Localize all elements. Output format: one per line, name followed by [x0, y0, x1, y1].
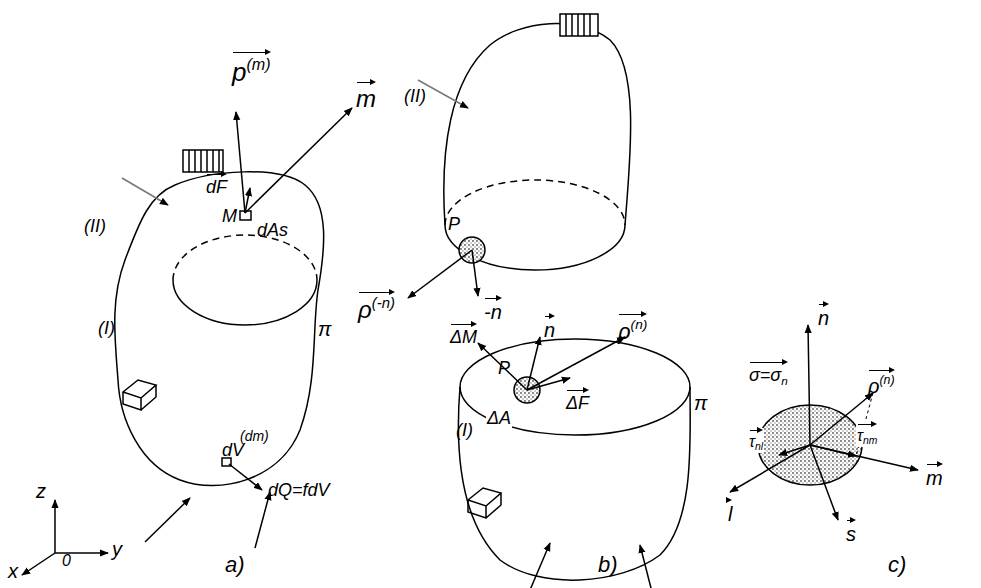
- vector-label: n: [544, 314, 555, 342]
- mass-label: (dm): [240, 428, 269, 444]
- axis-label: y: [112, 538, 122, 561]
- point-label: P: [498, 358, 510, 379]
- vector-label: ρ(-n): [358, 290, 395, 324]
- vector-label: ρ(n): [618, 312, 647, 344]
- vector-label: n: [818, 302, 829, 330]
- point-label: M: [222, 206, 237, 227]
- vector-label: -n: [484, 296, 502, 324]
- panel-label: c): [888, 552, 906, 577]
- part-label: (I): [456, 420, 473, 441]
- vector-label: s: [846, 518, 856, 546]
- vector-label: m: [926, 462, 943, 490]
- point-label: P: [448, 214, 460, 235]
- area-label: ΔA: [486, 408, 512, 429]
- area-label: dAs: [257, 220, 288, 241]
- force-label: dQ=fdV: [268, 480, 330, 501]
- plane-label: π: [694, 392, 707, 415]
- vector-label: ΔF: [566, 388, 589, 414]
- vector-label: τnl: [748, 428, 764, 453]
- part-label: (II): [404, 86, 426, 107]
- vector-label: dF: [206, 172, 227, 198]
- axis-label: x: [8, 560, 18, 583]
- vector-label: ΔM: [450, 322, 477, 348]
- plane-label: π: [318, 318, 331, 341]
- vector-label: m: [356, 80, 376, 113]
- origin-label: 0: [62, 552, 71, 570]
- part-label: (I): [98, 318, 115, 339]
- axis-label: z: [36, 480, 46, 503]
- vector-label: σ=σn: [748, 360, 789, 387]
- part-label: (II): [84, 216, 106, 237]
- vector-label: τnm: [856, 422, 878, 447]
- panel-label: b): [598, 552, 618, 577]
- vector-label: p(m): [232, 50, 271, 88]
- panel-label: a): [225, 552, 245, 577]
- vector-label: ρ(n): [868, 368, 895, 398]
- vector-label: l: [728, 498, 732, 526]
